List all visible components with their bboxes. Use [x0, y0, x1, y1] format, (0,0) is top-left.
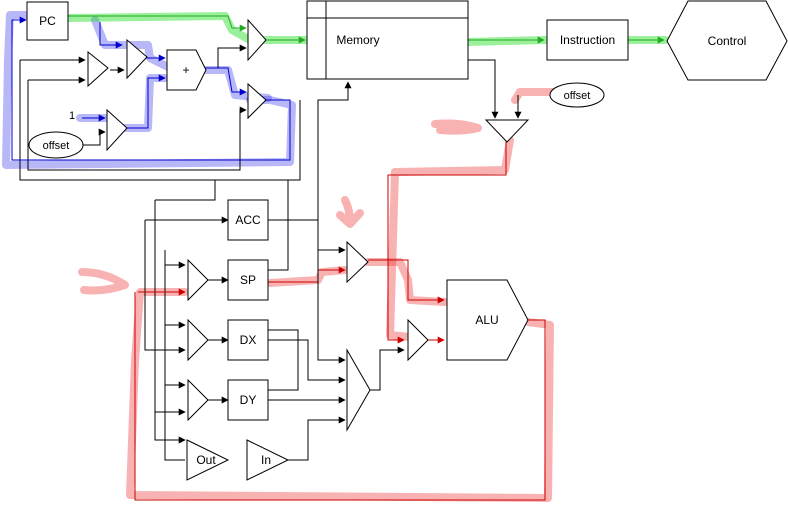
- dx-label: DX: [240, 333, 257, 347]
- out-port: Out: [186, 439, 230, 481]
- alu-block: ALU: [446, 279, 529, 361]
- offset-right-label: offset: [564, 90, 591, 102]
- dy-label: DY: [240, 393, 257, 407]
- sp-in-mux: [187, 258, 209, 302]
- memory-addr-mux: [247, 18, 267, 62]
- constant-one-label: 1: [69, 110, 75, 122]
- memory-data-mux: [484, 119, 530, 143]
- acc-register: ACC: [227, 199, 269, 241]
- offset-left-label: offset: [43, 140, 70, 152]
- pc-register: PC: [26, 1, 69, 41]
- in-port: In: [246, 439, 290, 481]
- control-label: Control: [708, 34, 747, 48]
- offset-cloud-left: offset: [28, 131, 84, 159]
- wires: [11, 15, 665, 501]
- register-select-mux: [346, 348, 371, 432]
- memory-label: Memory: [336, 33, 379, 47]
- dx-in-mux: [187, 318, 209, 362]
- alu-mux-b: [407, 318, 429, 362]
- dy-in-mux: [187, 378, 209, 422]
- offset-mux: [106, 108, 128, 152]
- in-label: In: [261, 453, 271, 467]
- memory-block: Memory: [306, 0, 469, 80]
- adder-label: +: [182, 63, 189, 77]
- out-label: Out: [196, 453, 216, 467]
- sp-label: SP: [240, 273, 256, 287]
- sp-register: SP: [227, 259, 269, 301]
- instruction-register: Instruction: [546, 19, 629, 61]
- acc-label: ACC: [235, 213, 261, 227]
- instruction-label: Instruction: [560, 33, 615, 47]
- pc-mux-b: [126, 38, 148, 80]
- alu-mux-a: [346, 240, 369, 284]
- pc-mux-a: [87, 50, 109, 88]
- alu-label: ALU: [475, 313, 498, 327]
- dy-register: DY: [227, 379, 269, 421]
- pc-adder: +: [166, 49, 207, 91]
- dx-register: DX: [227, 319, 269, 361]
- pc-next-mux: [247, 82, 267, 120]
- offset-cloud-right: offset: [549, 82, 605, 108]
- control-unit: Control: [666, 0, 788, 81]
- pc-label: PC: [39, 14, 56, 28]
